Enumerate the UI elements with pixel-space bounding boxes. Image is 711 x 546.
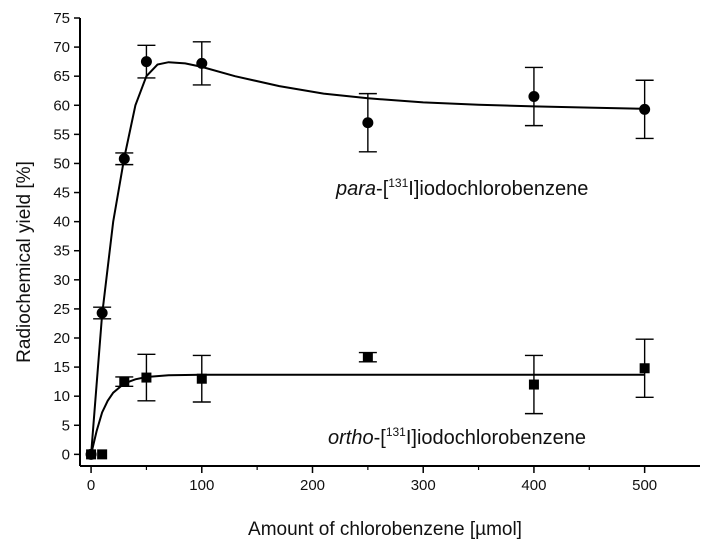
y-tick-label: 30 xyxy=(53,272,70,289)
y-tick-label: 75 xyxy=(53,10,70,27)
y-tick-label: 50 xyxy=(53,155,70,172)
y-tick-label: 20 xyxy=(53,330,70,347)
para-label-middle: -[ xyxy=(376,178,389,200)
square-data-point xyxy=(141,372,152,383)
y-tick-label: 0 xyxy=(62,446,70,463)
circle-data-point xyxy=(196,57,208,69)
x-tick-label: 400 xyxy=(521,477,546,494)
y-tick-label: 35 xyxy=(53,243,70,260)
y-tick-label: 70 xyxy=(53,39,70,56)
para-label-suffix: I]iodochlorobenzene xyxy=(408,178,588,200)
square-data-point xyxy=(362,352,373,363)
ortho-series-label: ortho-[131I]iodochlorobenzene xyxy=(328,425,586,449)
circle-data-point xyxy=(528,91,540,103)
square-data-point xyxy=(119,376,130,387)
x-tick-label: 200 xyxy=(300,477,325,494)
ortho-label-superscript: 131 xyxy=(386,425,406,439)
para-series-label: para-[131I]iodochlorobenzene xyxy=(335,176,588,200)
y-tick-label: 25 xyxy=(53,301,70,318)
para-label-prefix: para xyxy=(335,178,376,200)
y-axis-title: Radiochemical yield [%] xyxy=(14,161,35,363)
y-tick-label: 65 xyxy=(53,68,70,85)
square-data-point xyxy=(97,449,108,460)
ortho-label-prefix: ortho xyxy=(328,427,374,449)
ortho-label-middle: -[ xyxy=(374,427,387,449)
fit-curves xyxy=(90,61,645,455)
error-bars xyxy=(93,41,654,415)
y-axis-ticks: 0 5 10 15 20 25 30 35 40 45 50 55 60 65 70 75 xyxy=(53,10,80,463)
circle-data-point xyxy=(639,103,651,115)
y-tick-label: 10 xyxy=(53,388,70,405)
circle-data-point xyxy=(140,56,152,68)
circle-data-point xyxy=(118,153,130,165)
x-tick-label: 100 xyxy=(189,477,214,494)
square-fit-curve xyxy=(90,373,645,455)
x-tick-label: 500 xyxy=(632,477,657,494)
x-tick-label: 300 xyxy=(411,477,436,494)
y-tick-label: 5 xyxy=(62,417,70,434)
para-label-superscript: 131 xyxy=(388,176,408,190)
x-axis-ticks: 0 100 200 300 400 500 xyxy=(87,466,657,494)
square-data-point xyxy=(639,363,650,374)
y-tick-label: 55 xyxy=(53,126,70,143)
y-tick-label: 15 xyxy=(53,359,70,376)
x-axis-title: Amount of chlorobenzene [µmol] xyxy=(248,519,522,540)
square-data-point xyxy=(196,373,207,384)
y-tick-label: 45 xyxy=(53,185,70,202)
circle-data-point xyxy=(362,117,374,129)
square-data-point xyxy=(528,379,539,390)
y-tick-label: 40 xyxy=(53,214,70,231)
y-tick-label: 60 xyxy=(53,97,70,114)
data-points xyxy=(85,56,651,460)
axes xyxy=(79,18,700,467)
x-tick-label: 0 xyxy=(87,477,95,494)
circle-data-point xyxy=(96,307,108,319)
square-data-point xyxy=(86,449,97,460)
ortho-label-suffix: I]iodochlorobenzene xyxy=(406,427,586,449)
circle-fit-curve xyxy=(90,61,645,455)
